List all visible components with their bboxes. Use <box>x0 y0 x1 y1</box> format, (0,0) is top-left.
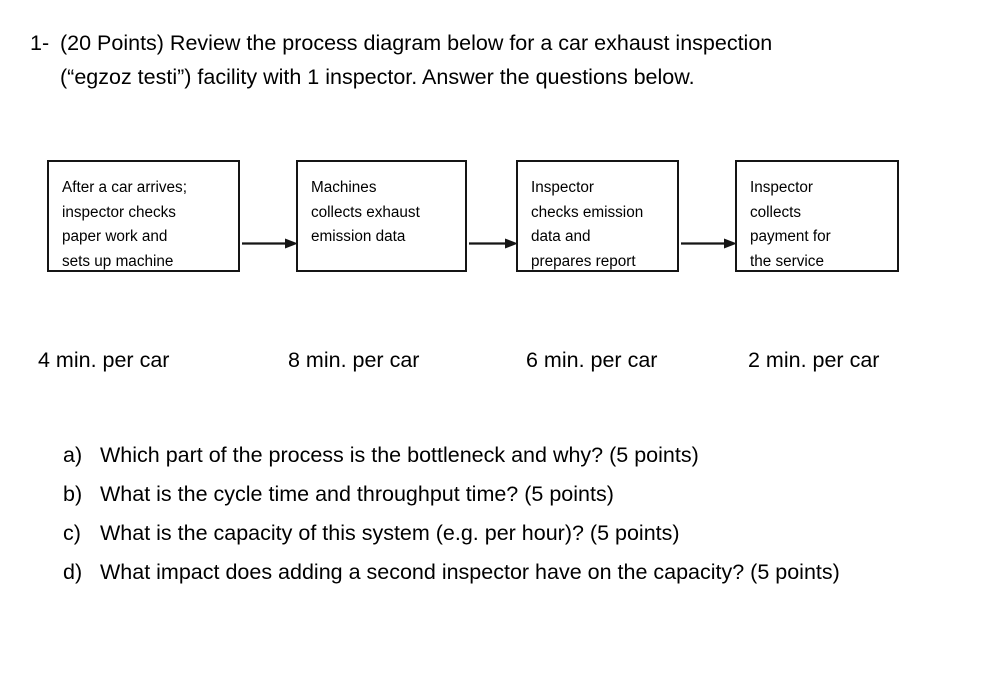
process-box-3: Inspector checks emission data and prepa… <box>516 160 679 272</box>
question-stem-line-1: 1- (20 Points) Review the process diagra… <box>30 26 950 60</box>
process-box-4: Inspector collects payment for the servi… <box>735 160 899 272</box>
question-stem: 1- (20 Points) Review the process diagra… <box>30 26 950 94</box>
sub-question-d-text: What impact does adding a second inspect… <box>100 560 840 584</box>
process-time-4: 2 min. per car <box>748 348 880 372</box>
sub-question-b-marker: b) <box>63 482 83 506</box>
sub-question-a: a) Which part of the process is the bott… <box>63 436 943 475</box>
question-stem-line-2: (“egzoz testi”) facility with 1 inspecto… <box>30 60 950 94</box>
sub-question-d-marker: d) <box>63 560 83 584</box>
process-box-4-label: Inspector collects payment for the servi… <box>750 179 831 270</box>
arrow-box1-to-box2 <box>242 238 298 249</box>
question-stem-text-2: (“egzoz testi”) facility with 1 inspecto… <box>60 65 695 89</box>
sub-question-c: c) What is the capacity of this system (… <box>63 514 943 553</box>
arrow-box3-to-box4 <box>681 238 737 249</box>
process-box-2: Machines collects exhaust emission data <box>296 160 467 272</box>
sub-question-b: b) What is the cycle time and throughput… <box>63 475 943 514</box>
question-stem-text-1: (20 Points) Review the process diagram b… <box>60 31 773 55</box>
process-box-1-label: After a car arrives; inspector checks pa… <box>62 179 187 270</box>
sub-question-list: a) Which part of the process is the bott… <box>63 436 943 592</box>
process-box-3-label: Inspector checks emission data and prepa… <box>531 179 644 270</box>
sub-question-b-text: What is the cycle time and throughput ti… <box>100 482 614 506</box>
sub-question-a-marker: a) <box>63 443 83 467</box>
process-time-1: 4 min. per car <box>38 348 170 372</box>
question-number: 1- <box>30 31 50 55</box>
process-time-2: 8 min. per car <box>288 348 420 372</box>
process-diagram: After a car arrives; inspector checks pa… <box>47 160 899 272</box>
process-box-1: After a car arrives; inspector checks pa… <box>47 160 240 272</box>
sub-question-c-marker: c) <box>63 521 81 545</box>
sub-question-d: d) What impact does adding a second insp… <box>63 553 943 592</box>
process-time-3: 6 min. per car <box>526 348 658 372</box>
process-step-times: 4 min. per car 8 min. per car 6 min. per… <box>38 344 938 378</box>
process-box-2-label: Machines collects exhaust emission data <box>311 179 420 246</box>
sub-question-c-text: What is the capacity of this system (e.g… <box>100 521 680 545</box>
sub-question-a-text: Which part of the process is the bottlen… <box>100 443 699 467</box>
arrow-box2-to-box3 <box>469 238 518 249</box>
